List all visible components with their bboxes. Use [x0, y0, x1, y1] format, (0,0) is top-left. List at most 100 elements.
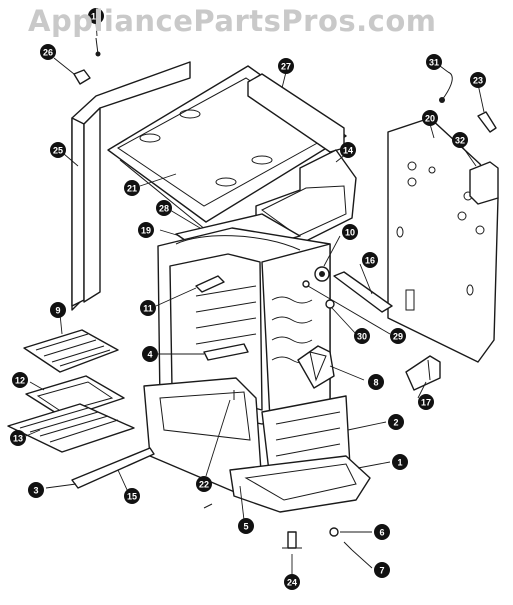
callout-number: 4 [147, 350, 152, 360]
callout-3: 3 [28, 482, 44, 498]
callout-circle [374, 524, 390, 540]
callout-circle [278, 58, 294, 74]
callout-circle [28, 482, 44, 498]
ignitor-part [297, 345, 335, 389]
callout-number: 13 [13, 434, 23, 444]
callout-circle [12, 372, 28, 388]
callout-number: 7 [379, 566, 384, 576]
callout-13: 13 [10, 430, 26, 446]
base-part [229, 455, 371, 513]
slide-rail-part [71, 447, 155, 489]
callout-22: 22 [196, 476, 212, 492]
callout-number: 2 [393, 418, 398, 428]
callout-27: 27 [278, 58, 294, 74]
terminal-block-part [477, 111, 497, 133]
callout-circle [88, 8, 104, 24]
callout-number: 1 [397, 458, 402, 468]
mount-bracket-part [405, 355, 441, 391]
callout-32: 32 [452, 132, 468, 148]
callout-number: 20 [425, 114, 435, 124]
callout-17: 17 [418, 394, 434, 410]
callout-circle [422, 110, 438, 126]
callout-number: 9 [55, 306, 60, 316]
callout-number: 3 [33, 486, 38, 496]
callout-15: 15 [124, 488, 140, 504]
callout-6: 6 [374, 524, 390, 540]
valve-part [314, 266, 330, 282]
callout-circle [40, 44, 56, 60]
orifice-part [302, 280, 335, 309]
callout-circle [390, 328, 406, 344]
callout-circle [140, 300, 156, 316]
callout-9: 9 [50, 302, 66, 318]
callout-4: 4 [142, 346, 158, 362]
callout-1: 1 [392, 454, 408, 470]
callout-circle [340, 142, 356, 158]
callout-5: 5 [238, 518, 254, 534]
callout-circle [418, 394, 434, 410]
cord-part [439, 71, 453, 103]
callout-circle [50, 302, 66, 318]
callout-number: 5 [243, 522, 248, 532]
callout-circle [354, 328, 370, 344]
callout-number: 14 [343, 146, 353, 156]
callout-number: 21 [127, 184, 137, 194]
leveler-part [203, 503, 353, 551]
callout-number: 16 [365, 256, 375, 266]
callout-number: 29 [393, 332, 403, 342]
callout-number: 19 [141, 226, 151, 236]
broil-pan-grid-part [23, 329, 119, 373]
callout-number: 15 [127, 492, 137, 502]
callout-number: 8 [373, 378, 378, 388]
callout-number: 11 [143, 304, 153, 314]
callout-number: 31 [429, 58, 439, 68]
callout-number: 24 [287, 578, 297, 588]
callout-20: 20 [422, 110, 438, 126]
callout-number: 25 [53, 146, 63, 156]
oven-body-part [157, 227, 331, 425]
callout-19: 19 [138, 222, 154, 238]
callout-29: 29 [390, 328, 406, 344]
callout-11: 11 [140, 300, 156, 316]
site-watermark: AppliancePartsPros.com [28, 4, 437, 38]
callout-number: 28 [159, 204, 169, 214]
callout-30: 30 [354, 328, 370, 344]
callout-number: 27 [281, 62, 291, 72]
callout-circle [368, 374, 384, 390]
callout-26: 26 [40, 44, 56, 60]
callout-circle [392, 454, 408, 470]
callout-23: 23 [470, 72, 486, 88]
callout-circle [388, 414, 404, 430]
callout-number: 30 [357, 332, 367, 342]
callout-number: 22 [199, 480, 209, 490]
callout-number: 10 [345, 228, 355, 238]
callout-circle [342, 224, 358, 240]
callout-8: 8 [368, 374, 384, 390]
callout-21: 21 [124, 180, 140, 196]
screw-part-18 [95, 37, 101, 57]
callout-14: 14 [340, 142, 356, 158]
callout-number: 26 [43, 48, 53, 58]
element-part [203, 343, 249, 361]
callout-circle [374, 562, 390, 578]
callout-circle [156, 200, 172, 216]
callout-31: 31 [426, 54, 442, 70]
callout-circle [10, 430, 26, 446]
side-panel-part [71, 61, 191, 311]
callout-circle [238, 518, 254, 534]
callout-number: 32 [455, 136, 465, 146]
inner-bracket-part [195, 275, 225, 293]
callout-28: 28 [156, 200, 172, 216]
leveler-leg-part [282, 531, 302, 549]
clip-part [73, 69, 91, 85]
callout-7: 7 [374, 562, 390, 578]
callout-circle [138, 222, 154, 238]
broil-pan-part [25, 375, 125, 419]
callout-24: 24 [284, 574, 300, 590]
callout-circle [452, 132, 468, 148]
callout-18: 18 [88, 8, 104, 24]
callout-12: 12 [12, 372, 28, 388]
